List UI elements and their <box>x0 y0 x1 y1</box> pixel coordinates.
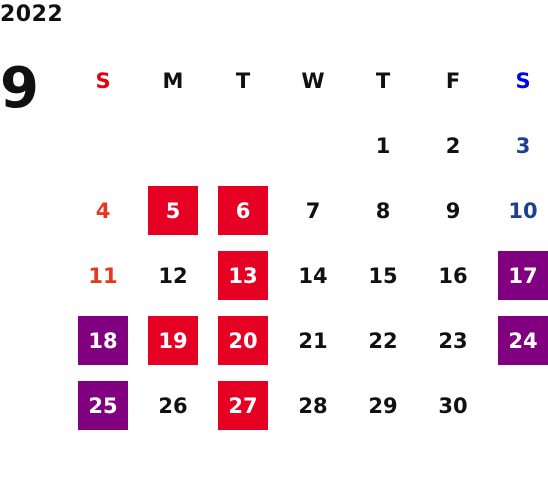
day-cell: 23 <box>418 308 488 373</box>
day-number: 5 <box>148 186 198 235</box>
day-number: 28 <box>298 393 328 418</box>
day-cell-sunday: 4 <box>68 178 138 243</box>
day-number: 27 <box>218 381 268 430</box>
day-number <box>78 121 128 170</box>
day-number: 14 <box>298 263 328 288</box>
day-cell: 16 <box>418 243 488 308</box>
day-cell <box>488 373 548 438</box>
day-cell-highlighted-red: 20 <box>208 308 278 373</box>
day-number: 3 <box>515 133 531 158</box>
day-number: 22 <box>368 328 398 353</box>
day-number: 29 <box>368 393 398 418</box>
day-cell-highlighted-purple: 24 <box>488 308 548 373</box>
day-cell: 9 <box>418 178 488 243</box>
day-number: 11 <box>88 263 118 288</box>
day-cell: 12 <box>138 243 208 308</box>
day-cell: 1 <box>348 113 418 178</box>
weekday-sat: S <box>515 68 531 93</box>
day-cell <box>208 113 278 178</box>
day-cell-highlighted-red: 5 <box>138 178 208 243</box>
year-label: 2022 <box>0 2 64 27</box>
day-number: 26 <box>158 393 188 418</box>
weekday-wed: W <box>301 68 325 93</box>
day-number: 13 <box>218 251 268 300</box>
day-number: 25 <box>78 381 128 430</box>
day-number: 9 <box>445 198 461 223</box>
day-cell-saturday: 10 <box>488 178 548 243</box>
day-cell: 28 <box>278 373 348 438</box>
day-number: 23 <box>438 328 468 353</box>
day-cell-highlighted-red: 27 <box>208 373 278 438</box>
day-number: 12 <box>158 263 188 288</box>
day-cell: 30 <box>418 373 488 438</box>
day-cell: 21 <box>278 308 348 373</box>
weekday-thu: T <box>375 68 391 93</box>
day-number: 16 <box>438 263 468 288</box>
day-number <box>218 121 268 170</box>
day-cell-highlighted-red: 19 <box>138 308 208 373</box>
day-number: 4 <box>95 198 111 223</box>
day-number: 30 <box>438 393 468 418</box>
weekday-mon: M <box>162 68 184 93</box>
day-number: 19 <box>148 316 198 365</box>
day-number: 21 <box>298 328 328 353</box>
day-cell: 2 <box>418 113 488 178</box>
day-cell-highlighted-red: 6 <box>208 178 278 243</box>
day-number: 7 <box>305 198 321 223</box>
day-cell <box>278 113 348 178</box>
day-cell: 26 <box>138 373 208 438</box>
weekday-tue: T <box>235 68 251 93</box>
day-number: 2 <box>445 133 461 158</box>
day-number: 10 <box>508 198 538 223</box>
day-number <box>288 121 338 170</box>
day-cell-highlighted-purple: 18 <box>68 308 138 373</box>
day-cell-highlighted-red: 13 <box>208 243 278 308</box>
day-cell: 15 <box>348 243 418 308</box>
day-number: 6 <box>218 186 268 235</box>
day-cell: 22 <box>348 308 418 373</box>
weekday-sun: S <box>95 68 111 93</box>
day-number: 1 <box>375 133 391 158</box>
day-cell: 14 <box>278 243 348 308</box>
calendar-grid: S M T W T F S 1 2 3 4 5 6 7 8 9 10 11 12… <box>68 48 548 438</box>
day-number: 15 <box>368 263 398 288</box>
day-number: 17 <box>498 251 548 300</box>
weekday-fri: F <box>445 68 461 93</box>
day-cell: 8 <box>348 178 418 243</box>
day-number <box>498 381 548 430</box>
day-number: 8 <box>375 198 391 223</box>
day-number: 24 <box>498 316 548 365</box>
day-cell: 29 <box>348 373 418 438</box>
day-number: 20 <box>218 316 268 365</box>
day-cell-highlighted-purple: 25 <box>68 373 138 438</box>
day-number <box>148 121 198 170</box>
month-number: 9 <box>0 56 39 121</box>
day-cell-saturday: 3 <box>488 113 548 178</box>
day-cell-highlighted-purple: 17 <box>488 243 548 308</box>
day-number: 18 <box>78 316 128 365</box>
day-cell-sunday: 11 <box>68 243 138 308</box>
day-cell: 7 <box>278 178 348 243</box>
day-cell <box>138 113 208 178</box>
day-cell <box>68 113 138 178</box>
